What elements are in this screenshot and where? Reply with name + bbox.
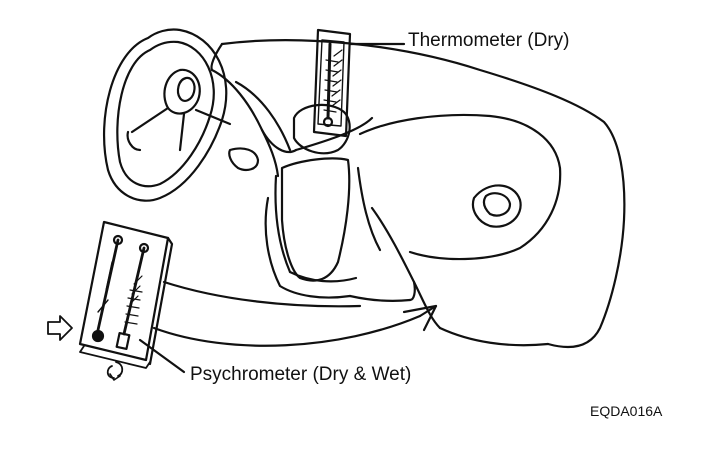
curved-arrow-upper [162,280,362,308]
psychrometer [78,220,174,369]
figure-code: EQDA016A [590,403,663,419]
steering-wheel [102,28,232,202]
thermometer-label: Thermometer (Dry) [408,30,570,51]
psychrometer-leader-line [138,338,186,374]
thermometer-dry [312,28,352,138]
dashboard [210,39,626,349]
curved-arrow-lower [152,314,422,347]
psychrometer-label: Psychrometer (Dry & Wet) [190,364,412,385]
hollow-arrow-icon [47,315,73,341]
curved-arrow-tip [418,304,438,318]
